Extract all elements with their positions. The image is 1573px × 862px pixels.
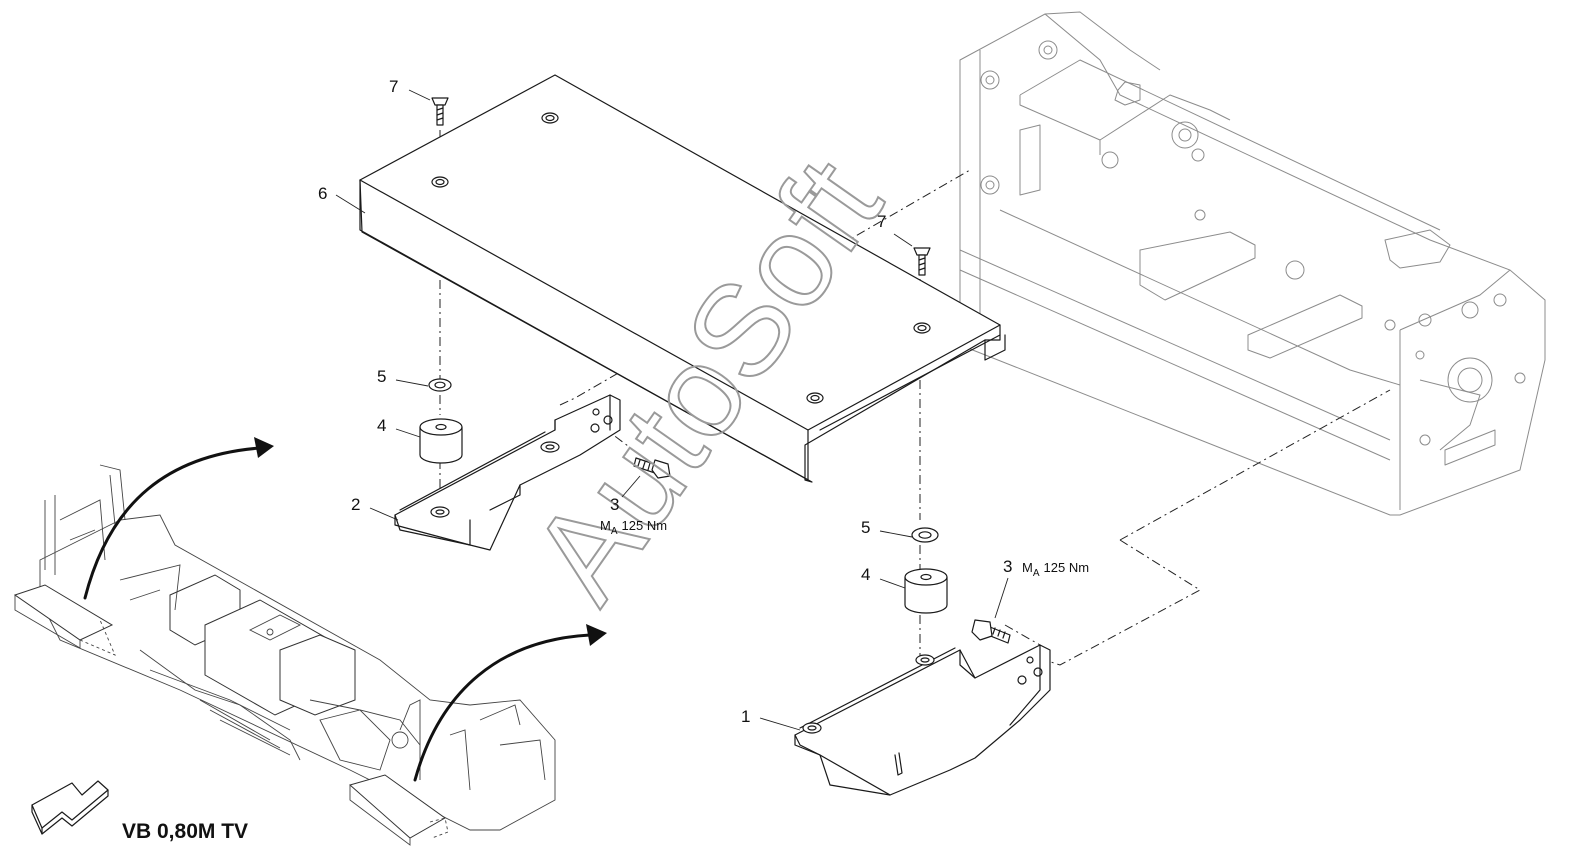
cover-plate <box>359 74 1006 483</box>
washer-right <box>911 527 939 543</box>
screw-top-left <box>431 97 449 126</box>
bracket-right <box>794 644 1051 796</box>
callout-5-right: 5 <box>861 518 870 537</box>
bolt-right <box>971 619 1011 644</box>
rubber-mount-right <box>904 568 948 614</box>
callout-2: 2 <box>351 495 360 514</box>
callout-4-left: 4 <box>377 416 386 435</box>
machine-overview <box>13 464 556 846</box>
screw-top-right <box>913 247 931 276</box>
callout-7-top: 7 <box>389 77 398 96</box>
main-frame <box>959 11 1546 516</box>
callout-5-left: 5 <box>377 367 386 386</box>
rubber-mount-left <box>419 418 463 464</box>
callout-7-right: 7 <box>877 212 886 231</box>
callout-4-right: 4 <box>861 565 870 584</box>
callout-3-right: 3 <box>1003 557 1012 576</box>
bolt-left <box>633 457 671 479</box>
callout-1: 1 <box>741 707 750 726</box>
callout-3-left: 3 <box>610 495 619 514</box>
curved-arrow-bottom <box>413 624 607 782</box>
washer-left <box>428 378 452 392</box>
callout-6: 6 <box>318 184 327 203</box>
view-direction-arrow <box>31 780 109 835</box>
curved-arrow-top <box>83 437 274 600</box>
bracket-left <box>394 394 621 551</box>
diagram-title: VB 0,80M TV <box>122 820 248 843</box>
